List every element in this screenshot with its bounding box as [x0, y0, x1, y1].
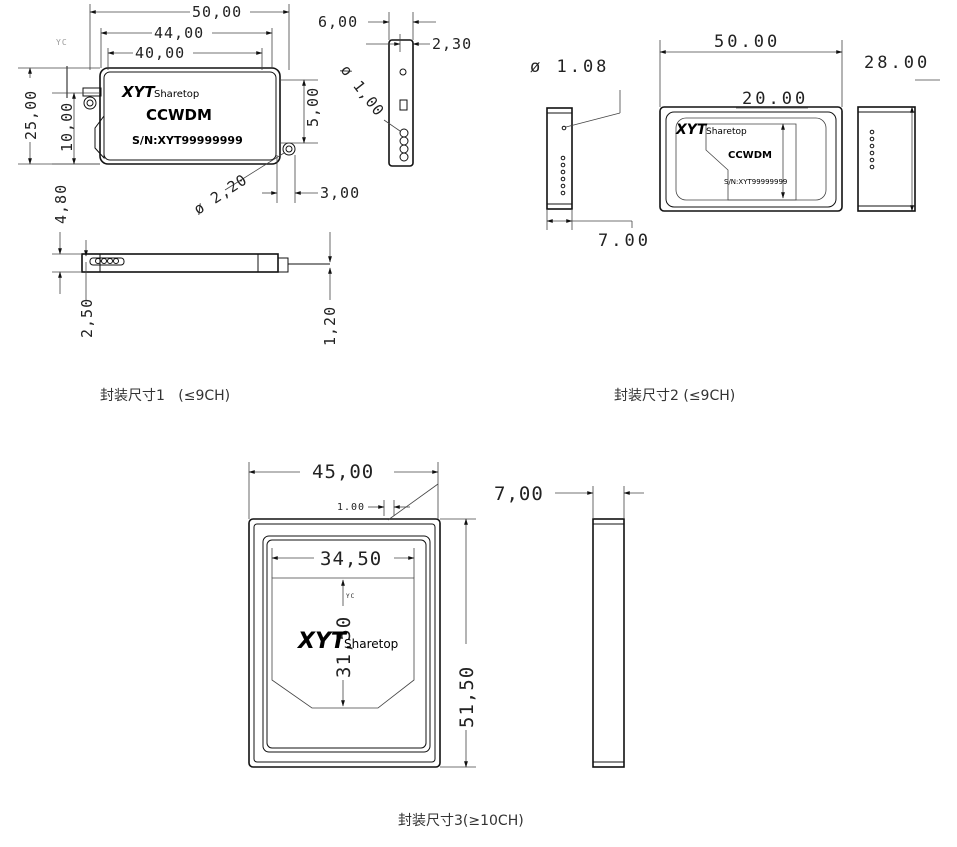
pkg2-right-side: [857, 106, 916, 212]
pkg1-drawing: YC 50,00 44,00 40,00 25,00 10,00 5,00: [18, 3, 472, 346]
pkg3-dim-100: 1.00: [337, 502, 365, 513]
pkg2-body: [659, 106, 843, 212]
pkg3-dim-3450: 34,50: [320, 548, 382, 570]
pkg3-side-body: [592, 518, 625, 768]
caption-pkg3: 封装尺寸3(≥10CH): [398, 813, 524, 829]
pkg3-dim-45: 45,00: [312, 461, 374, 483]
pkg1-dim-1: ø 1,00: [337, 61, 388, 120]
pkg1-dim-5: 5,00: [304, 87, 322, 127]
pkg1-brand-sub: Sharetop: [154, 89, 199, 100]
pkg1-dim-10: 10,00: [58, 102, 76, 152]
pkg3-dim-5150: 51,50: [456, 666, 478, 728]
pkg3-brand-logo: XYT: [296, 629, 348, 654]
pkg1-dim-6: 6,00: [318, 13, 358, 31]
pkg1-brand-logo: XYT: [121, 83, 156, 101]
pkg2-dim-7: 7.00: [598, 231, 651, 251]
pkg2-dim-28: 28.00: [864, 53, 930, 73]
pkg2-dim-50: 50.00: [714, 32, 780, 52]
svg-text:YC: YC: [56, 38, 68, 47]
pkg1-dim-50: 50,00: [192, 3, 242, 21]
pkg2-brand-sub: Sharetop: [706, 127, 747, 137]
pkg1-product-name: CCWDM: [146, 106, 212, 124]
caption-pkg1: 封装尺寸1 (≤9CH): [100, 388, 230, 404]
pkg3-dim-7: 7,00: [494, 483, 544, 505]
pkg1-dim-250: 2,50: [78, 298, 96, 338]
pkg2-left-side: [546, 107, 573, 210]
pkg2-dim-108: ø 1.08: [530, 57, 609, 77]
pkg1-dim-480: 4,80: [52, 184, 70, 224]
pkg1-dim-120: 1,20: [321, 306, 339, 346]
pkg1-dim-25: 25,00: [22, 90, 40, 140]
caption-pkg2: 封装尺寸2 (≤9CH): [614, 388, 735, 404]
pkg3-body: [248, 518, 441, 768]
pkg2-brand-logo: XYT: [675, 122, 708, 138]
pkg2-drawing: ø 1.08 7.00 50.00 20.00 28.00 XYT: [530, 32, 940, 251]
pkg1-serial-number: S/N:XYT99999999: [132, 134, 243, 147]
pkg1-dim-230: 2,30: [432, 35, 472, 53]
pkg3-brand-sub: Sharetop: [344, 637, 398, 651]
pkg1-dim-40: 40,00: [135, 44, 185, 62]
pkg1-dim-44: 44,00: [154, 24, 204, 42]
pkg1-dim-3: 3,00: [320, 184, 360, 202]
pkg2-serial-number: S/N:XYT99999999: [724, 178, 787, 186]
pkg2-dim-20: 20.00: [742, 89, 808, 109]
pkg1-side-body: [388, 39, 414, 167]
svg-text:YC: YC: [346, 593, 355, 600]
pkg2-product-name: CCWDM: [728, 150, 772, 161]
pkg3-drawing: 45,00 1.00 34,50 31,50 YC 51,50 7,00 XYT…: [248, 460, 644, 768]
pkg1-body: [99, 67, 281, 165]
pkg3-dim-3150: 31,50: [333, 616, 355, 678]
pkg1-dim-220: ø 2,20: [190, 170, 250, 218]
